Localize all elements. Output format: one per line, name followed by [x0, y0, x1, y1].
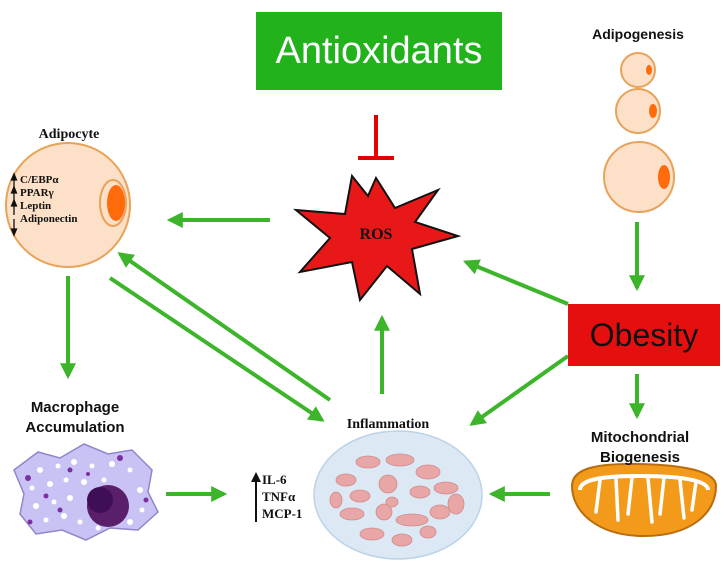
cytokine-il6: IL-6 [262, 472, 287, 487]
inflammation-tissue [313, 430, 483, 560]
inflammation-label: Inflammation [346, 417, 430, 432]
marker-arrows [10, 172, 18, 237]
cytokine-up-arrow [251, 472, 261, 522]
cytokine-list: IL-6 TNFα MCP-1 [262, 471, 302, 522]
mito-label-line2: Biogenesis [599, 449, 681, 466]
adipocyte-label: Adipocyte [38, 127, 100, 142]
marker-ppar: PPARγ [20, 187, 54, 199]
antioxidants-box: Antioxidants [256, 12, 502, 90]
marker-adiponectin: Adiponectin [20, 213, 78, 225]
adipocyte-markers: C/EBPα PPARγ Leptin Adiponectin [20, 174, 77, 226]
mitochondria [570, 462, 718, 538]
pathway-arrows [60, 212, 645, 502]
macrophage-label-line1: Macrophage [30, 399, 120, 416]
arrow-obesity-to-inflammation [469, 354, 570, 426]
cytokine-mcp1: MCP-1 [262, 506, 303, 521]
adipogenesis-cells [603, 52, 675, 213]
arrow-inflammation-to-adipocyte [117, 252, 332, 402]
marker-cebpa: C/EBPα [20, 174, 59, 186]
macrophage-label: Macrophage Accumulation [10, 398, 140, 438]
ros-starburst [292, 173, 462, 303]
macrophage-cell [13, 443, 159, 541]
mitochondrial-biogenesis-label: Mitochondrial Biogenesis [570, 428, 710, 468]
obesity-box: Obesity [568, 304, 720, 366]
arrow-obesity-to-ros [463, 259, 569, 306]
adipocyte-cell [5, 142, 131, 268]
ros-label: ROS [359, 226, 393, 243]
mito-label-line1: Mitochondrial [590, 429, 690, 446]
marker-leptin: Leptin [20, 200, 52, 212]
inhibition-symbol [358, 115, 394, 160]
macrophage-label-line2: Accumulation [25, 419, 125, 436]
arrow-adipocyte-to-inflammation [108, 276, 325, 422]
adipogenesis-label: Adipogenesis [592, 26, 684, 42]
cytokine-tnf: TNFα [262, 489, 296, 504]
